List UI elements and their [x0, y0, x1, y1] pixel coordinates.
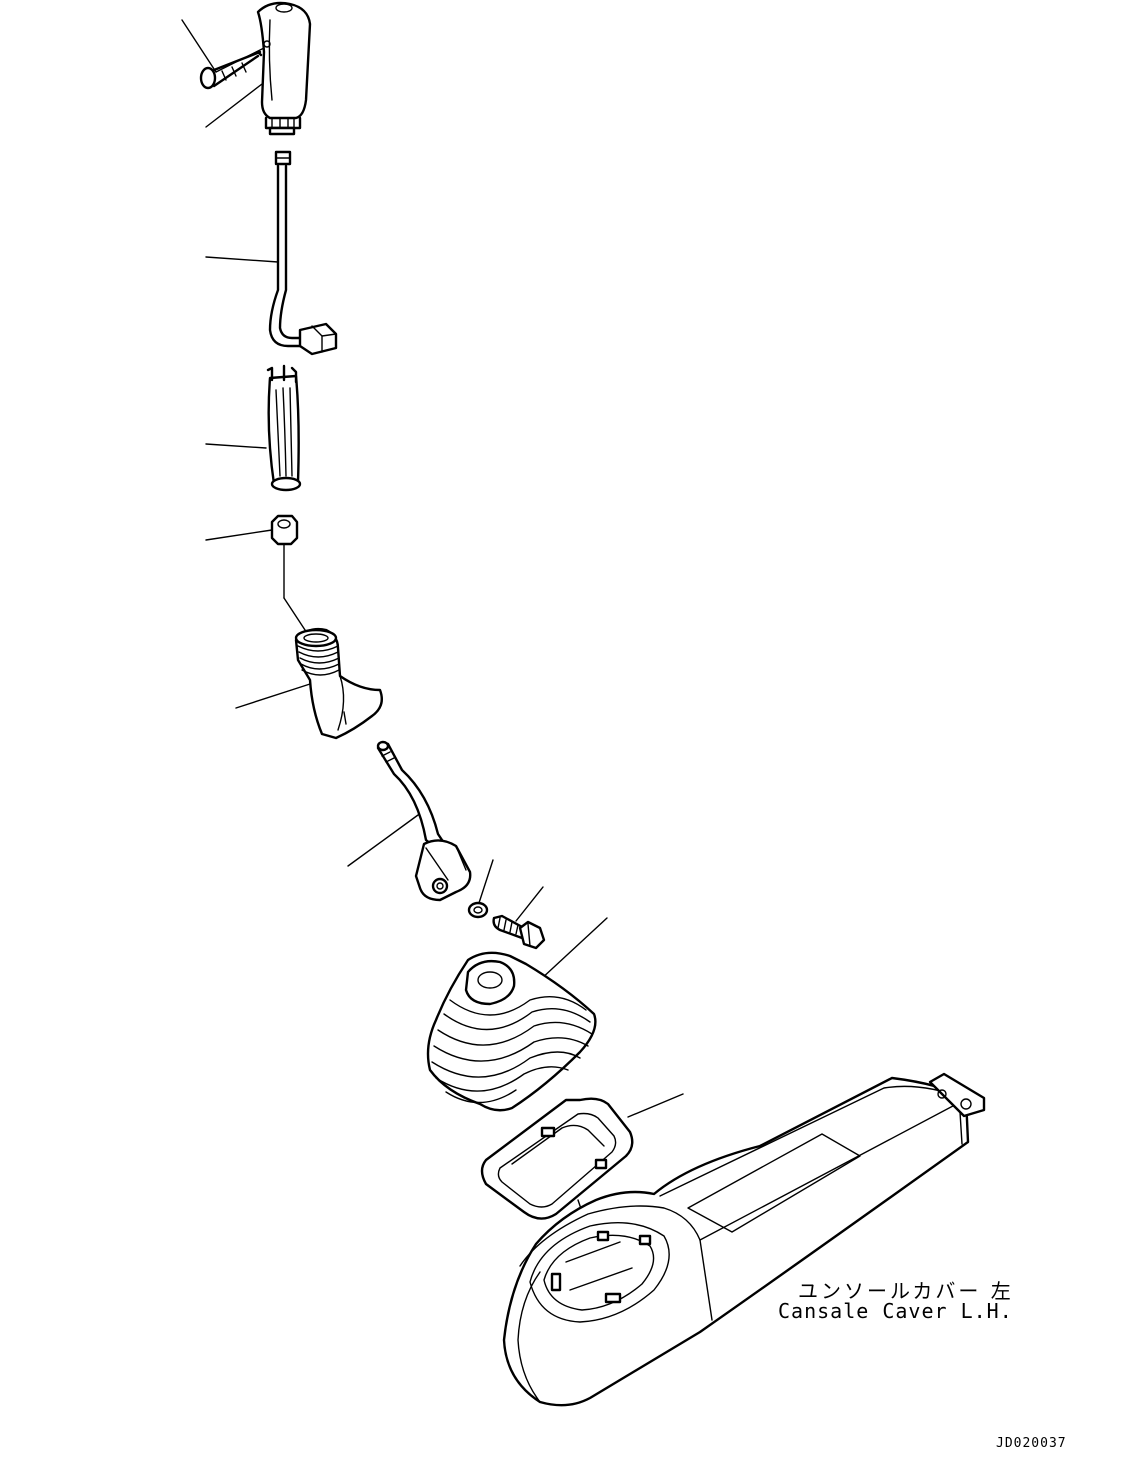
console-cover-label-en: Cansale Caver L.H. [778, 1299, 1013, 1323]
screw-part [199, 50, 263, 90]
wire-harness-part [268, 150, 338, 356]
bolt-part [492, 914, 546, 950]
grip-part [266, 364, 302, 492]
lever-part [376, 740, 472, 902]
lever-boss-part [294, 627, 383, 740]
knob-part [256, 1, 312, 136]
nut-part [270, 514, 299, 546]
leader-lines [181, 19, 684, 1271]
drawing-id: JD020037 [996, 1436, 1067, 1451]
washer-part [467, 901, 489, 919]
console-cover-part [502, 1072, 986, 1407]
bezel-part [480, 1097, 634, 1220]
console-cover-label-jp: ユンソールカバー 左 [798, 1279, 1014, 1303]
boot-part [426, 951, 597, 1112]
